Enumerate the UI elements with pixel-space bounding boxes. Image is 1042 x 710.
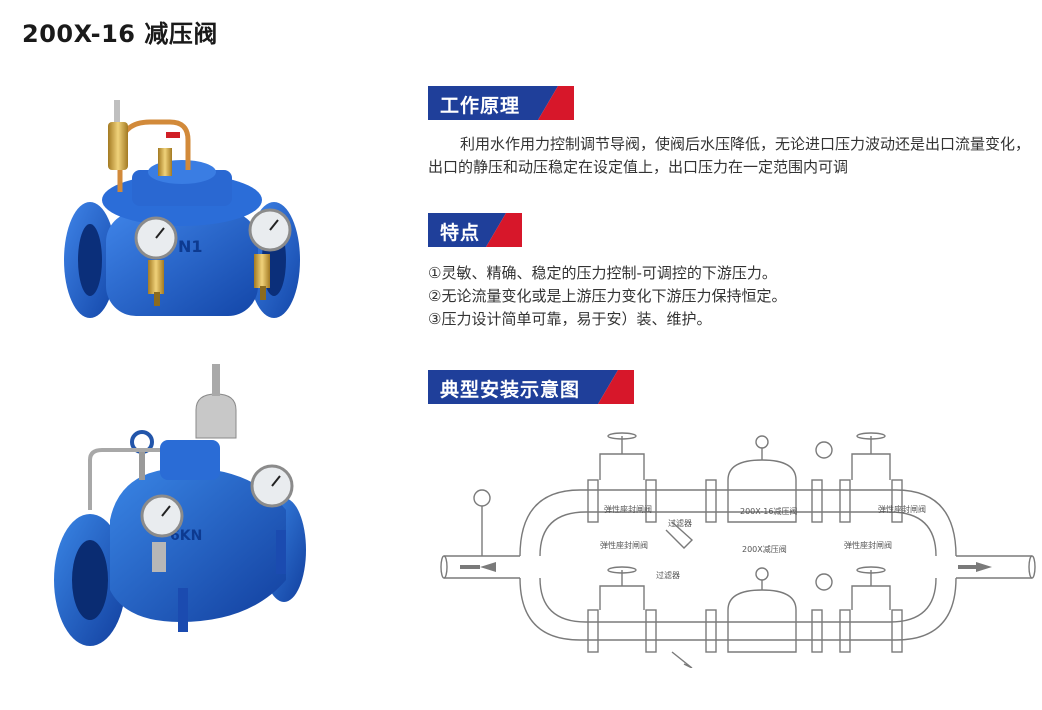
diagram-label-gate-valve: 弹性座封闸阀 [878, 504, 926, 514]
feature-item: ①灵敏、精确、稳定的压力控制-可调控的下游压力。 [428, 264, 777, 282]
diagram-label-filter: 过滤器 [668, 518, 692, 528]
diagram-label-gate-valve: 弹性座封闸阀 [604, 504, 652, 514]
valve-product-image-top: N1 [64, 100, 300, 318]
section-heading-features: 特点 [440, 222, 481, 244]
valve-product-image-bottom: 6KN [54, 364, 306, 646]
diagram-label-filter: 过滤器 [656, 570, 680, 580]
banner-background [428, 86, 574, 120]
banner-background [428, 370, 634, 404]
section-banner-diagram: 典型安装示意图 [428, 370, 634, 404]
feature-list: ①灵敏、精确、稳定的压力控制-可调控的下游压力。 ②无论流量变化或是上游压力变化… [428, 262, 988, 331]
feature-item: ③压力设计简单可靠，易于安）装、维护。 [428, 310, 712, 328]
valve-body-mark: N1 [178, 237, 203, 256]
diagram-label-gate-valve: 弹性座封闸阀 [600, 540, 648, 550]
valve-body-mark: 6KN [170, 528, 202, 544]
feature-item: ②无论流量变化或是上游压力变化下游压力保持恒定。 [428, 287, 787, 305]
section-heading-principle: 工作原理 [440, 95, 521, 117]
section-banner-principle: 工作原理 [428, 86, 574, 120]
section-heading-diagram: 典型安装示意图 [440, 379, 581, 401]
principle-description: 利用水作用力控制调节导阀，使阀后水压降低，无论进口压力波动还是出口流量变化，出口… [428, 135, 1031, 176]
diagram-label-prv: 200X-16减压阀 [740, 506, 797, 516]
page-title: 200X-16 减压阀 [22, 20, 218, 48]
diagram-label-gate-valve: 弹性座封闸阀 [844, 540, 892, 550]
installation-diagram: 弹性座封闸阀 弹性座封闸阀 过滤器 过滤器 200X-16减压阀 200X减压阀… [440, 432, 1036, 668]
diagram-label-prv: 200X减压阀 [742, 544, 787, 554]
section-banner-features: 特点 [428, 213, 522, 247]
banner-background [428, 213, 522, 247]
